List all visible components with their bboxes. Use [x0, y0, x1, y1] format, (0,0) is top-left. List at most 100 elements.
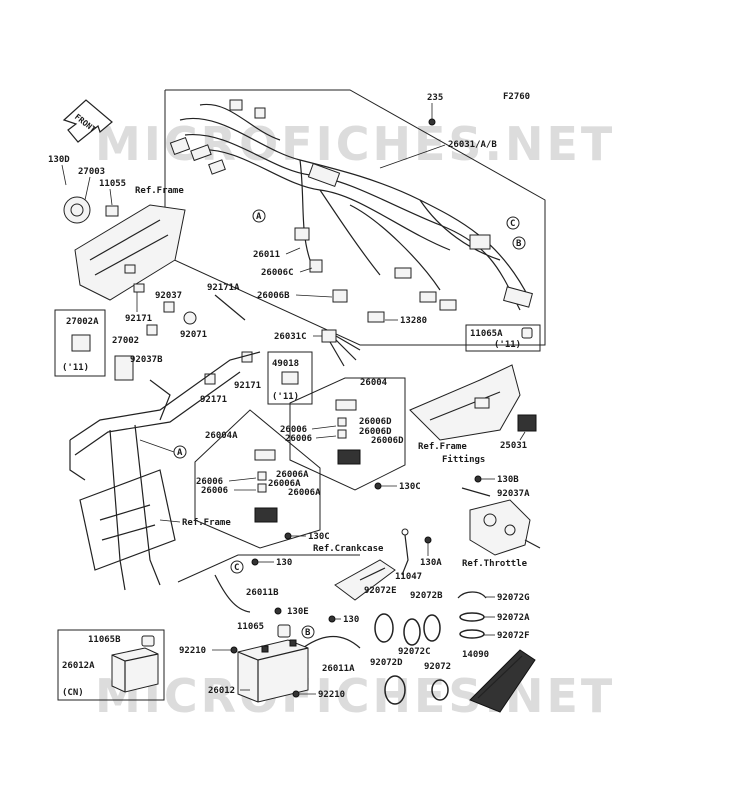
label-92210: 92210: [179, 646, 206, 656]
crankcase-illustration: [334, 559, 396, 601]
label-92072e: 92072E: [364, 586, 397, 596]
label-92072f: 92072F: [497, 631, 530, 641]
callout-b-top: B: [512, 236, 526, 250]
callout-a-top: A: [252, 209, 266, 223]
svg-text:A: A: [256, 212, 262, 222]
label-130e: 130E: [287, 607, 309, 617]
label-26006a-3: 26006A: [288, 488, 321, 498]
label-235: 235: [427, 93, 443, 103]
label-ref-crankcase: Ref.Crankcase: [313, 544, 384, 554]
label-26004a: 26004A: [205, 431, 238, 441]
callout-c: C: [506, 216, 520, 230]
svg-text:A: A: [177, 448, 183, 458]
cover-14090-illustration: [469, 649, 536, 713]
label-26031c: 26031C: [274, 332, 307, 342]
label-11055: 11055: [99, 179, 126, 189]
label-cn: (CN): [62, 688, 84, 698]
label-26012: 26012: [208, 686, 235, 696]
callout-c-cable: C: [230, 560, 244, 574]
label-26011a: 26011A: [322, 664, 355, 674]
label-ref-fittings: Fittings: [442, 454, 485, 465]
svg-text:B: B: [305, 628, 311, 638]
label-92171-a: 92171: [125, 314, 152, 324]
label-92037: 92037: [155, 291, 182, 301]
front-frame-illustration: [74, 204, 186, 301]
label-26004: 26004: [360, 378, 388, 388]
battery-26012-illustration: [237, 639, 309, 703]
relay-box-26004: [289, 377, 406, 491]
label-ref-frame-fittings: Ref.Frame: [418, 442, 467, 452]
svg-text:C: C: [234, 563, 239, 573]
label-26006d-2: 26006D: [359, 427, 392, 437]
main-frame-illustration: [69, 351, 261, 591]
variant-box-27002a: [54, 309, 106, 377]
label-26006-1: 26006: [280, 425, 307, 435]
watermark-bottom: MICROFICHES.NET: [95, 669, 615, 723]
label-13280: 13280: [400, 316, 427, 326]
callout-a-frame: A: [173, 445, 187, 459]
label-26006d-3: 26006D: [371, 436, 404, 446]
svg-text:B: B: [516, 239, 522, 249]
battery-cable-bracket: [177, 554, 360, 583]
throttle-illustration: [469, 499, 541, 556]
label-26006b: 26006B: [257, 291, 290, 301]
label-130b: 130B: [497, 475, 519, 485]
label-26006a-2: 26006A: [268, 479, 301, 489]
label-92037a: 92037A: [497, 489, 530, 499]
variant-box-11065a: [465, 324, 541, 352]
label-26006-2: 26006: [285, 434, 312, 444]
label-130c-2: 130C: [308, 532, 330, 542]
label-130a: 130A: [420, 558, 442, 568]
ground-lead-illustration: [401, 528, 409, 576]
label-92171-c: 92171: [200, 395, 227, 405]
label-130c-1: 130C: [399, 482, 421, 492]
label-92072d: 92072D: [370, 658, 403, 668]
label-92171-b: 92171: [234, 381, 261, 391]
label-92072a: 92072A: [497, 613, 530, 623]
label-26006c: 26006C: [261, 268, 294, 278]
label-26006d-1: 26006D: [359, 417, 392, 427]
callout-b-cable: B: [301, 625, 315, 639]
label-25031: 25031: [500, 441, 527, 451]
label-26012a: 26012A: [62, 661, 95, 671]
label-27002: 27002: [112, 336, 139, 346]
label-92171a: 92171A: [207, 283, 240, 293]
label-92210-b: 92210: [318, 690, 345, 700]
label-11065a: 11065A: [470, 329, 503, 339]
label-49018: 49018: [272, 359, 299, 369]
label-11065a-year: ('11): [494, 340, 521, 350]
relay-box-26004a: [194, 409, 321, 549]
label-130-2: 130: [343, 615, 359, 625]
label-ref-frame-main: Ref.Frame: [182, 518, 231, 528]
label-26006a-1: 26006A: [276, 470, 309, 480]
label-26011b: 26011B: [246, 588, 279, 598]
label-26006-3: 26006: [196, 477, 223, 487]
battery-26012a-illustration: [111, 647, 159, 693]
label-130d: 130D: [48, 155, 70, 165]
label-11065b: 11065B: [88, 635, 121, 645]
label-130: 130: [276, 558, 292, 568]
label-ref-throttle: Ref.Throttle: [462, 559, 528, 569]
horn-illustration: [63, 196, 119, 224]
label-49018-year: ('11): [272, 392, 299, 402]
label-92072b: 92072B: [410, 591, 443, 601]
label-92072c: 92072C: [398, 647, 431, 657]
label-11065: 11065: [237, 622, 264, 632]
label-26006-4: 26006: [201, 486, 228, 496]
label-27002a: 27002A: [66, 317, 99, 327]
frame-fittings-illustration: [409, 364, 537, 441]
figure-code: F2760: [503, 92, 530, 102]
cable-26011b: [214, 574, 251, 613]
label-14090: 14090: [462, 650, 489, 660]
label-26011: 26011: [253, 250, 280, 260]
label-26031-ab: 26031/A/B: [448, 140, 497, 150]
label-ref-frame-top: Ref.Frame: [135, 186, 184, 196]
main-harness-illustration: [169, 99, 533, 323]
front-arrow-icon: FRONT: [62, 99, 113, 143]
label-27002a-year: ('11): [62, 363, 89, 373]
label-92071: 92071: [180, 330, 207, 340]
variant-box-cn-battery: [57, 629, 165, 701]
label-92072g: 92072G: [497, 593, 530, 603]
harness-26031c-illustration: [321, 329, 361, 367]
